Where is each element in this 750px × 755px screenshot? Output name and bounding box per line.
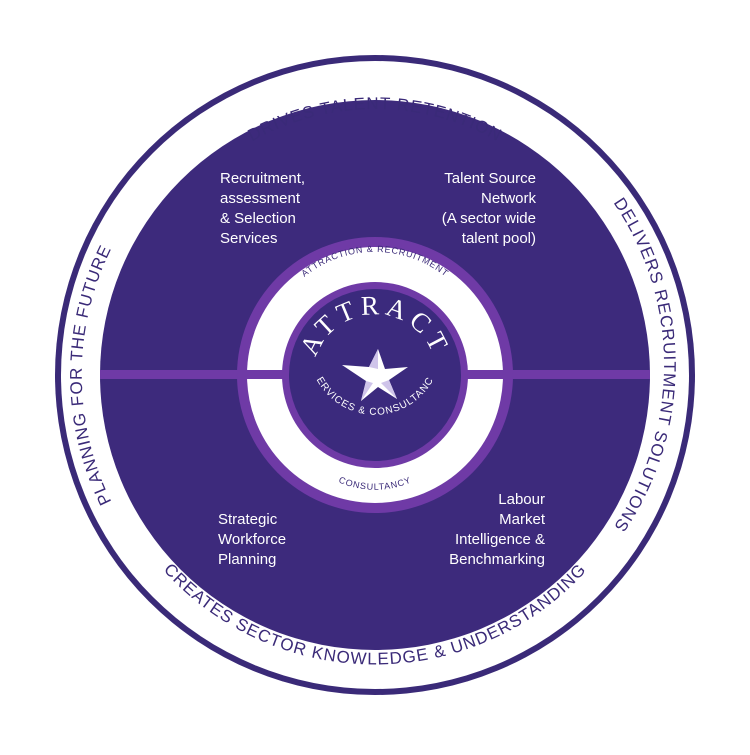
quadrant-line: assessment: [220, 190, 301, 207]
quadrant-top-left: Recruitment, assessment & Selection Serv…: [220, 170, 305, 247]
quadrant-bottom-left: Strategic Workforce Planning: [218, 511, 286, 568]
quadrant-line: Labour: [498, 491, 545, 508]
inner-ring-gap-left: [238, 370, 288, 379]
quadrant-line: Recruitment,: [220, 170, 305, 187]
star-icon: [342, 349, 408, 401]
quadrant-line: talent pool): [462, 230, 536, 247]
quadrant-line: Network: [481, 190, 537, 207]
quadrant-line: Planning: [218, 551, 276, 568]
quadrant-line: Talent Source: [444, 170, 536, 187]
quadrant-line: Intelligence &: [455, 531, 545, 548]
quadrant-line: Services: [220, 230, 278, 247]
quadrant-line: & Selection: [220, 210, 296, 227]
quadrant-bottom-right: Labour Market Intelligence & Benchmarkin…: [449, 491, 546, 568]
quadrant-line: Market: [499, 511, 546, 528]
quadrant-line: Benchmarking: [449, 551, 545, 568]
quadrant-line: Strategic: [218, 511, 278, 528]
inner-ring-gap-right: [462, 370, 512, 379]
quadrant-top-right: Talent Source Network (A sector wide tal…: [442, 170, 537, 247]
quadrant-line: (A sector wide: [442, 210, 536, 227]
quadrant-line: Workforce: [218, 531, 286, 548]
